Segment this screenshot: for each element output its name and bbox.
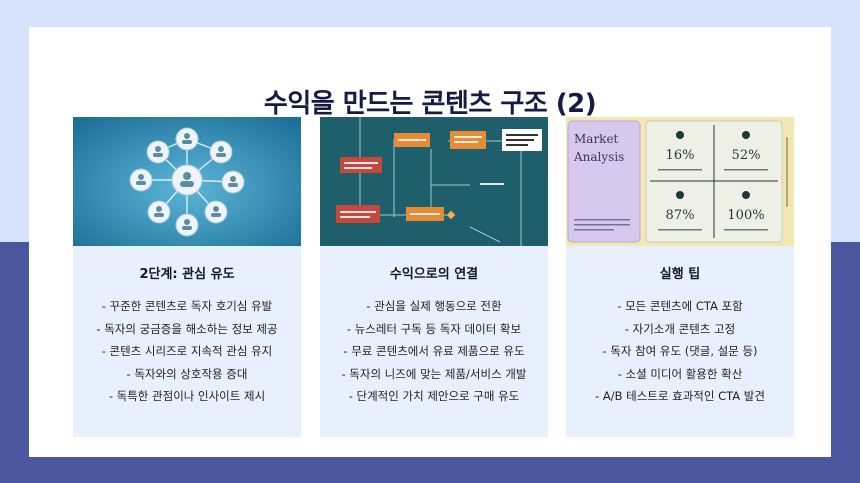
stat-value: 52% <box>732 148 761 163</box>
card-heading: 수익으로의 연결 <box>389 267 479 282</box>
list-item: - 모든 콘텐츠에 CTA 포함 <box>617 299 743 313</box>
list-item: - A/B 테스트로 효과적인 CTA 발견 <box>595 389 765 403</box>
slide-title: 수익을 만드는 콘텐츠 구조 (2) <box>263 89 597 119</box>
card-tips: Market Analysis 16% 52% <box>566 117 794 437</box>
list-item: - 독자의 니즈에 맞는 제품/서비스 개발 <box>341 366 527 381</box>
card-heading: 2단계: 관심 유도 <box>139 267 235 282</box>
list-item: - 독자와의 상호작용 증대 <box>126 366 248 381</box>
card-list: - 꾸준한 콘텐츠로 독자 호기심 유발 - 독자의 궁금증을 해소하는 정보 … <box>73 295 301 408</box>
market-title-line2: Analysis <box>573 150 624 164</box>
card-interest: 2단계: 관심 유도 - 꾸준한 콘텐츠로 독자 호기심 유발 - 독자의 궁금… <box>73 117 301 437</box>
market-analysis-image: Market Analysis 16% 52% <box>566 117 794 246</box>
list-item: - 독자 참여 유도 (댓글, 설문 등) <box>602 344 758 358</box>
card-list: - 관심을 실제 행동으로 전환 - 뉴스레터 구독 등 독자 데이터 확보 -… <box>320 295 548 408</box>
list-item: - 독자의 궁금증을 해소하는 정보 제공 <box>96 321 278 336</box>
list-item: - 꾸준한 콘텐츠로 독자 호기심 유발 <box>101 299 273 313</box>
list-item: - 독특한 관점이나 인사이트 제시 <box>108 389 266 403</box>
card-list: - 모든 콘텐츠에 CTA 포함 - 자기소개 콘텐츠 고정 - 독자 참여 유… <box>566 295 794 408</box>
market-title-line1: Market <box>574 132 619 146</box>
stat-value: 100% <box>727 208 764 223</box>
slide: 수익을 만드는 콘텐츠 구조 (2) <box>29 27 831 457</box>
stat-value: 16% <box>666 148 695 163</box>
network-people-image <box>73 117 301 246</box>
card-heading: 실행 팁 <box>659 267 701 282</box>
flowchart-image <box>320 117 548 246</box>
list-item: - 단계적인 가치 제안으로 구매 유도 <box>348 389 520 403</box>
card-monetization: 수익으로의 연결 - 관심을 실제 행동으로 전환 - 뉴스레터 구독 등 독자… <box>320 117 548 437</box>
list-item: - 관심을 실제 행동으로 전환 <box>366 299 502 313</box>
list-item: - 무료 콘텐츠에서 유료 제품으로 유도 <box>343 344 525 358</box>
list-item: - 소셜 미디어 활용한 확산 <box>617 366 743 381</box>
list-item: - 자기소개 콘텐츠 고정 <box>624 321 736 336</box>
stat-value: 87% <box>666 208 695 223</box>
list-item: - 콘텐츠 시리즈로 지속적 관심 유지 <box>101 344 273 358</box>
list-item: - 뉴스레터 구독 등 독자 데이터 확보 <box>346 321 522 336</box>
